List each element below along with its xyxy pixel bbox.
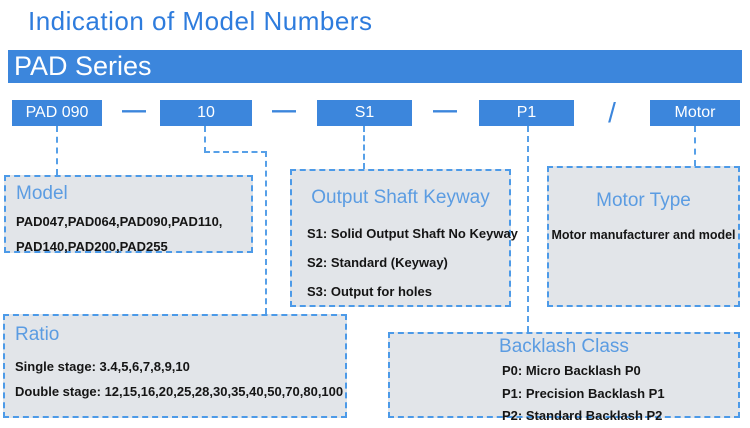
panel-keyway-title: Output Shaft Keyway — [311, 187, 490, 208]
panel-backlash-line: P1: Precision Backlash P1 — [502, 385, 665, 401]
panel-motor-type-title: Motor Type — [596, 190, 691, 211]
panel-keyway-line: S3: Output for holes — [307, 284, 432, 299]
page-title: Indication of Model Numbers — [28, 6, 373, 36]
panel-ratio-line: Double stage: 12,15,16,20,25,28,30,35,40… — [15, 384, 344, 399]
code-box-ratio: 10 — [160, 100, 252, 126]
dash-separator-3: — — [433, 97, 457, 124]
connector-ratio-line-h — [204, 151, 267, 153]
connector-model-line — [56, 126, 58, 175]
panel-ratio: Ratio Single stage: 3.4,5,6,7,8,9,10 Dou… — [3, 314, 347, 418]
panel-model: Model PAD047,PAD064,PAD090,PAD110, PAD14… — [4, 175, 253, 254]
panel-keyway-line: S2: Standard (Keyway) — [307, 255, 448, 270]
code-box-backlash: P1 — [479, 100, 574, 126]
connector-keyway-line — [363, 126, 365, 169]
code-box-model: PAD 090 — [12, 100, 102, 126]
panel-backlash-title: Backlash Class — [499, 336, 629, 357]
panel-ratio-title: Ratio — [15, 324, 60, 345]
connector-ratio-line-v2 — [265, 151, 267, 314]
panel-model-line: PAD047,PAD064,PAD090,PAD110, — [16, 214, 223, 229]
panel-backlash-line: P2: Standard Backlash P2 — [502, 408, 663, 423]
dash-separator-1: — — [122, 97, 146, 124]
slash-separator: / — [608, 97, 616, 128]
panel-keyway-line: S1: Solid Output Shaft No Keyway — [307, 226, 518, 241]
connector-motor-line — [694, 126, 696, 166]
panel-model-title: Model — [16, 183, 68, 204]
code-box-motor: Motor — [650, 100, 740, 126]
connector-ratio-line-v1 — [204, 126, 206, 153]
panel-output-shaft-keyway: Output Shaft Keyway S1: Solid Output Sha… — [290, 169, 518, 307]
panel-backlash-class: Backlash Class P0: Micro Backlash P0 P1:… — [388, 332, 740, 423]
panel-backlash-line: P0: Micro Backlash P0 — [502, 363, 641, 378]
panel-motor-type: Motor Type Motor manufacturer and model — [547, 166, 740, 307]
panel-model-line: PAD140,PAD200,PAD255 — [16, 239, 168, 254]
code-box-keyway: S1 — [317, 100, 412, 126]
series-banner: PAD Series — [8, 50, 742, 83]
dash-separator-2: — — [272, 97, 296, 124]
panel-motor-type-line: Motor manufacturer and model — [551, 228, 736, 242]
panel-ratio-line: Single stage: 3.4,5,6,7,8,9,10 — [15, 359, 190, 374]
connector-backlash-line — [527, 126, 529, 332]
